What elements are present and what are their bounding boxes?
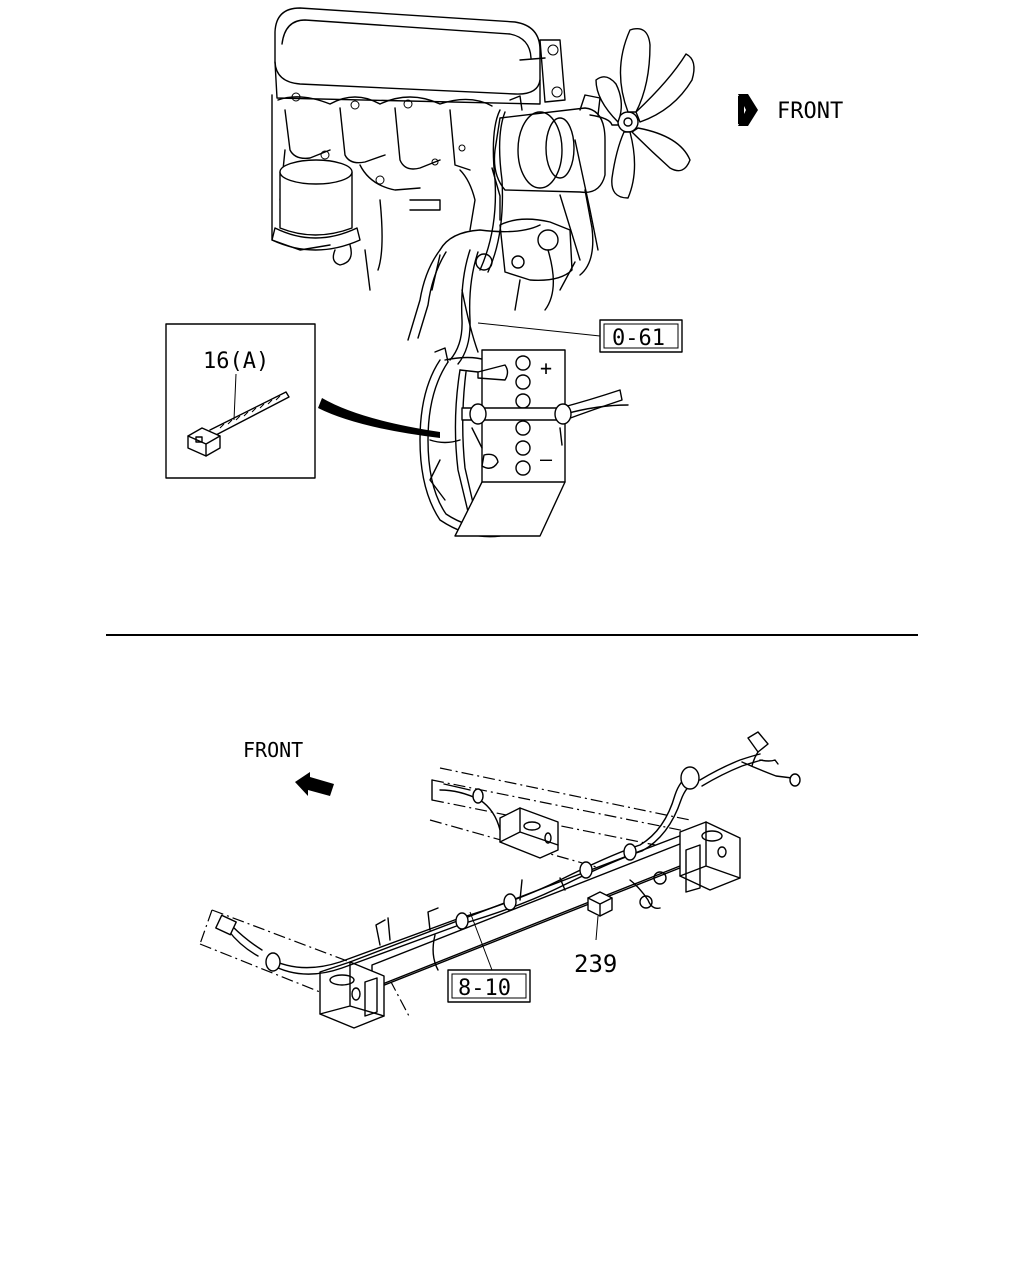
engine-block-lower — [364, 167, 594, 311]
front-indicator-bottom: FRONT — [243, 738, 334, 796]
callout-8-10-label: 8-10 — [458, 976, 511, 1001]
frame-harness-figure: FRONT — [199, 731, 801, 1029]
inset-16a: 16(A) — [165, 323, 316, 479]
engine-valve-cover — [274, 7, 541, 105]
bolt-239 — [587, 891, 613, 941]
frame-wiring-harness — [215, 731, 801, 975]
front-label-top: FRONT — [777, 99, 843, 124]
alternator — [493, 39, 621, 261]
front-indicator-top: FRONT — [738, 94, 843, 126]
engine-harness-figure: + – 0-61 16(A) — [165, 7, 843, 538]
inset-leader-arrow — [318, 398, 440, 438]
rail-bracket — [499, 807, 559, 859]
battery-positive-label: + — [540, 356, 552, 380]
callout-8-10[interactable]: 8-10 — [447, 911, 531, 1003]
oil-filter — [271, 159, 361, 266]
front-label-bottom: FRONT — [243, 738, 303, 762]
battery-negative-label: – — [540, 447, 553, 471]
callout-0-61-label: 0-61 — [612, 326, 665, 351]
part-label-239[interactable]: 239 — [574, 950, 617, 978]
inset-part-label: 16(A) — [203, 349, 269, 374]
frame-rail-lower — [199, 909, 411, 1019]
battery: + – — [454, 349, 629, 537]
cable-tie-icon — [187, 391, 290, 457]
callout-0-61[interactable]: 0-61 — [477, 319, 683, 353]
exhaust-manifold — [271, 92, 493, 251]
cross-member — [319, 821, 741, 1029]
cooling-fan — [595, 27, 695, 199]
front-arrow-icon — [295, 772, 334, 796]
